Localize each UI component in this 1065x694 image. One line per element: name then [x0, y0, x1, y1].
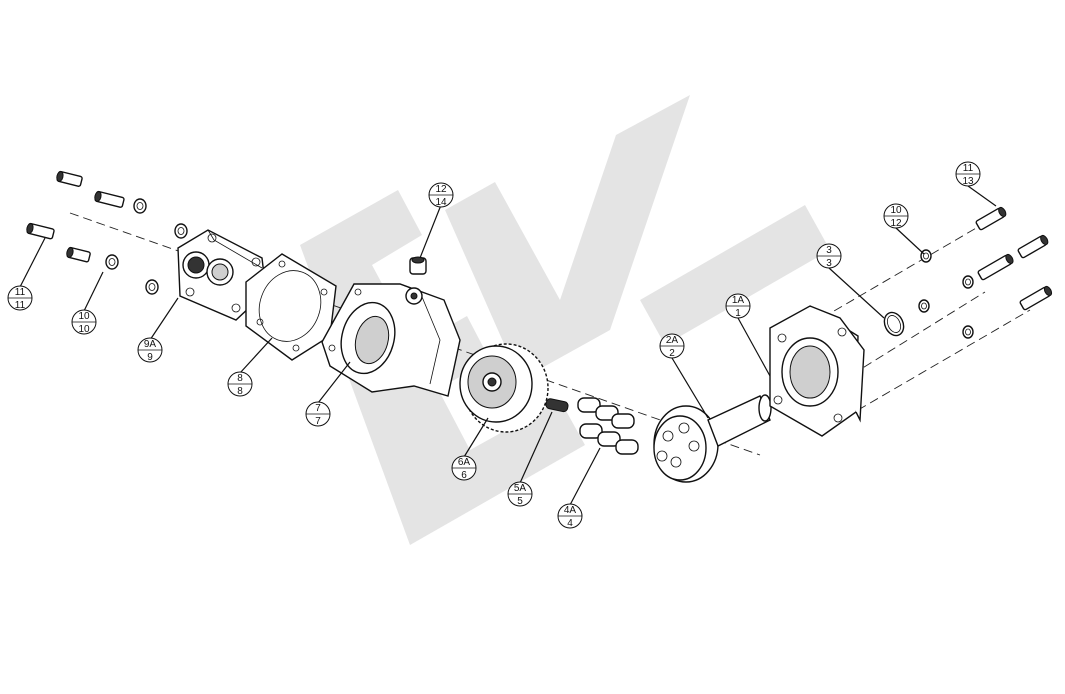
pistons-part-4 — [577, 397, 639, 455]
balloon-quantity: 6 — [461, 470, 467, 481]
housing-part-7 — [321, 283, 461, 397]
balloon-item-number: 9A — [144, 339, 157, 350]
balloon-item-number: 12 — [435, 184, 447, 195]
fitting-part-12 — [409, 256, 427, 275]
balloon-quantity: 7 — [315, 416, 321, 427]
bolt-part-11-left — [26, 170, 125, 263]
balloon-item-number: 6A — [458, 457, 471, 468]
balloon-quantity: 10 — [78, 324, 90, 335]
balloon-quantity: 12 — [890, 218, 902, 229]
balloon-9a-9[interactable]: 9A9 — [137, 337, 163, 363]
spring-part-5 — [545, 398, 569, 413]
o-ring-part-3 — [883, 311, 905, 337]
shaft-part-2 — [653, 394, 772, 483]
balloon-7-7[interactable]: 77 — [305, 401, 331, 427]
balloon-3-3[interactable]: 33 — [816, 243, 842, 269]
rotor-gear-part-6 — [459, 343, 549, 433]
balloon-item-number: 4A — [564, 505, 577, 516]
balloon-item-number: 8 — [237, 373, 243, 384]
balloon-5a-5[interactable]: 5A5 — [507, 481, 533, 507]
balloon-quantity: 9 — [147, 352, 153, 363]
balloon-callouts: 111110109A9887712146A65A54A42A21A1331012… — [7, 161, 981, 529]
balloon-quantity: 13 — [962, 176, 974, 187]
balloon-item-number: 2A — [666, 335, 679, 346]
balloon-quantity: 5 — [517, 496, 523, 507]
balloon-8-8[interactable]: 88 — [227, 371, 253, 397]
balloon-1a-1[interactable]: 1A1 — [725, 293, 751, 319]
balloon-item-number: 10 — [890, 205, 902, 216]
balloon-2a-2[interactable]: 2A2 — [659, 333, 685, 359]
balloon-quantity: 14 — [435, 197, 447, 208]
balloon-quantity: 4 — [567, 518, 573, 529]
balloon-item-number: 7 — [315, 403, 321, 414]
balloon-quantity: 3 — [826, 258, 832, 269]
front-flange-part-1 — [769, 305, 865, 437]
balloon-quantity: 11 — [15, 300, 26, 311]
balloon-item-number: 5A — [514, 483, 527, 494]
balloon-quantity: 2 — [669, 348, 675, 359]
balloon-item-number: 11 — [15, 287, 26, 298]
washer-part-10-right — [918, 249, 974, 339]
balloon-quantity: 1 — [735, 308, 741, 319]
rear-cover-part-9 — [177, 229, 267, 321]
bolt-part-11-right — [975, 206, 1053, 311]
balloon-6a-6[interactable]: 6A6 — [451, 455, 477, 481]
balloon-item-number: 11 — [963, 163, 974, 174]
balloon-quantity: 8 — [237, 386, 243, 397]
washer-part-10-left — [105, 198, 188, 295]
leader-lines — [19, 185, 997, 506]
balloon-4a-4[interactable]: 4A4 — [557, 503, 583, 529]
balloon-item-number: 10 — [78, 311, 90, 322]
balloon-item-number: 3 — [826, 245, 832, 256]
balloon-item-number: 1A — [732, 295, 745, 306]
